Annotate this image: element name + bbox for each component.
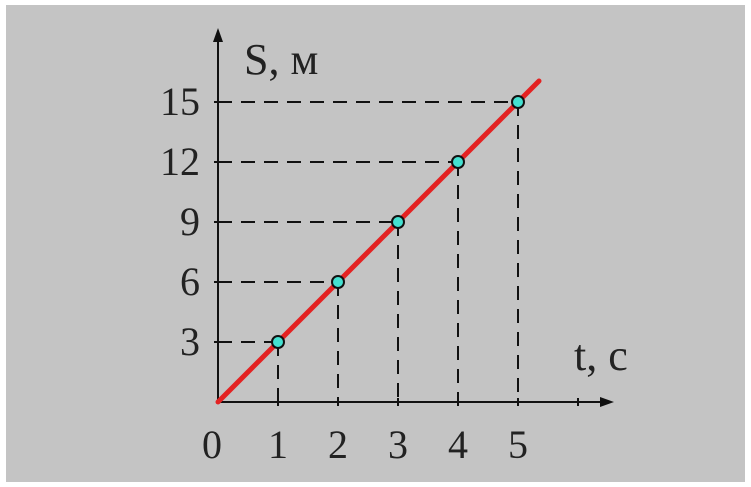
y-axis-arrowhead — [213, 28, 223, 42]
x-tick-label-4: 4 — [448, 422, 468, 467]
x-tick-label-1: 1 — [268, 422, 288, 467]
y-tick-label-9: 9 — [180, 199, 200, 244]
y-tick-label-12: 12 — [160, 139, 200, 184]
x-axis-label: t, c — [574, 331, 628, 380]
x-tick-label-3: 3 — [388, 422, 408, 467]
origin-label: 0 — [202, 422, 222, 467]
x-tick-label-2: 2 — [328, 422, 348, 467]
x-axis-arrowhead — [600, 397, 614, 407]
data-point-3 — [391, 215, 405, 229]
dashed-guides — [218, 101, 519, 402]
x-tick-label-5: 5 — [508, 422, 528, 467]
tick-marks — [214, 101, 579, 406]
data-point-1 — [271, 335, 285, 349]
y-tick-label-15: 15 — [160, 79, 200, 124]
data-point-4 — [451, 155, 465, 169]
data-point-5 — [511, 95, 525, 109]
data-point-2 — [331, 275, 345, 289]
series-line-1 — [215, 78, 542, 405]
data-points — [271, 95, 525, 349]
y-axis-label: S, м — [244, 35, 318, 84]
y-tick-label-3: 3 — [180, 319, 200, 364]
series-group — [215, 78, 542, 405]
y-tick-label-6: 6 — [180, 259, 200, 304]
